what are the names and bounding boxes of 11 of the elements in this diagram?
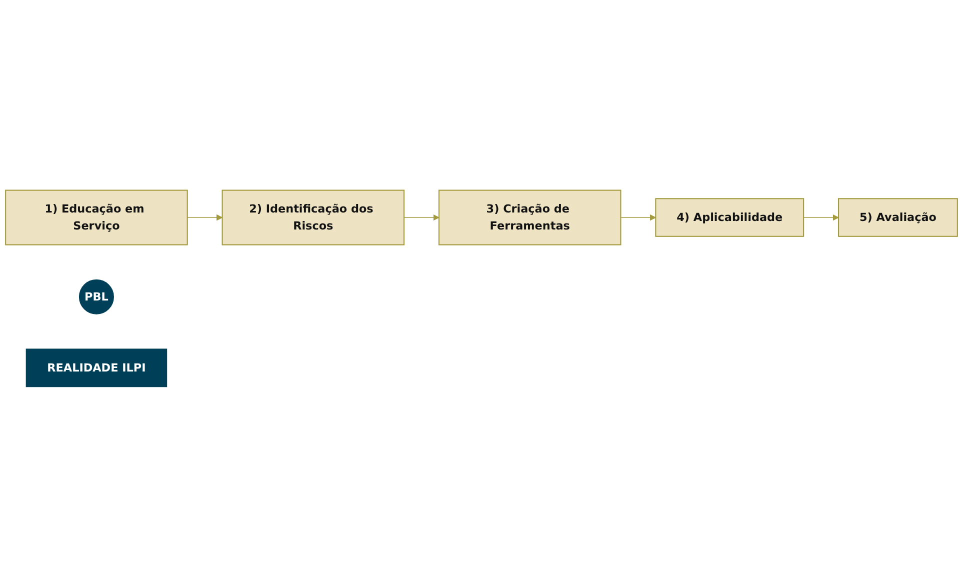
arrow — [186, 214, 223, 221]
node-box: 4) Aplicabilidade — [655, 198, 804, 237]
node-box: REALIDADE ILPI — [26, 348, 168, 388]
node-circle: PBL — [78, 279, 114, 314]
arrow — [803, 214, 839, 221]
node-box: 5) Avaliação — [838, 198, 958, 237]
arrow — [404, 214, 440, 221]
node-box: 3) Criação de Ferramentas — [438, 190, 622, 246]
node-box: 1) Educação em Serviço — [5, 190, 188, 246]
arrow — [620, 214, 656, 221]
node-box: 2) Identificação dos Riscos — [222, 190, 405, 246]
